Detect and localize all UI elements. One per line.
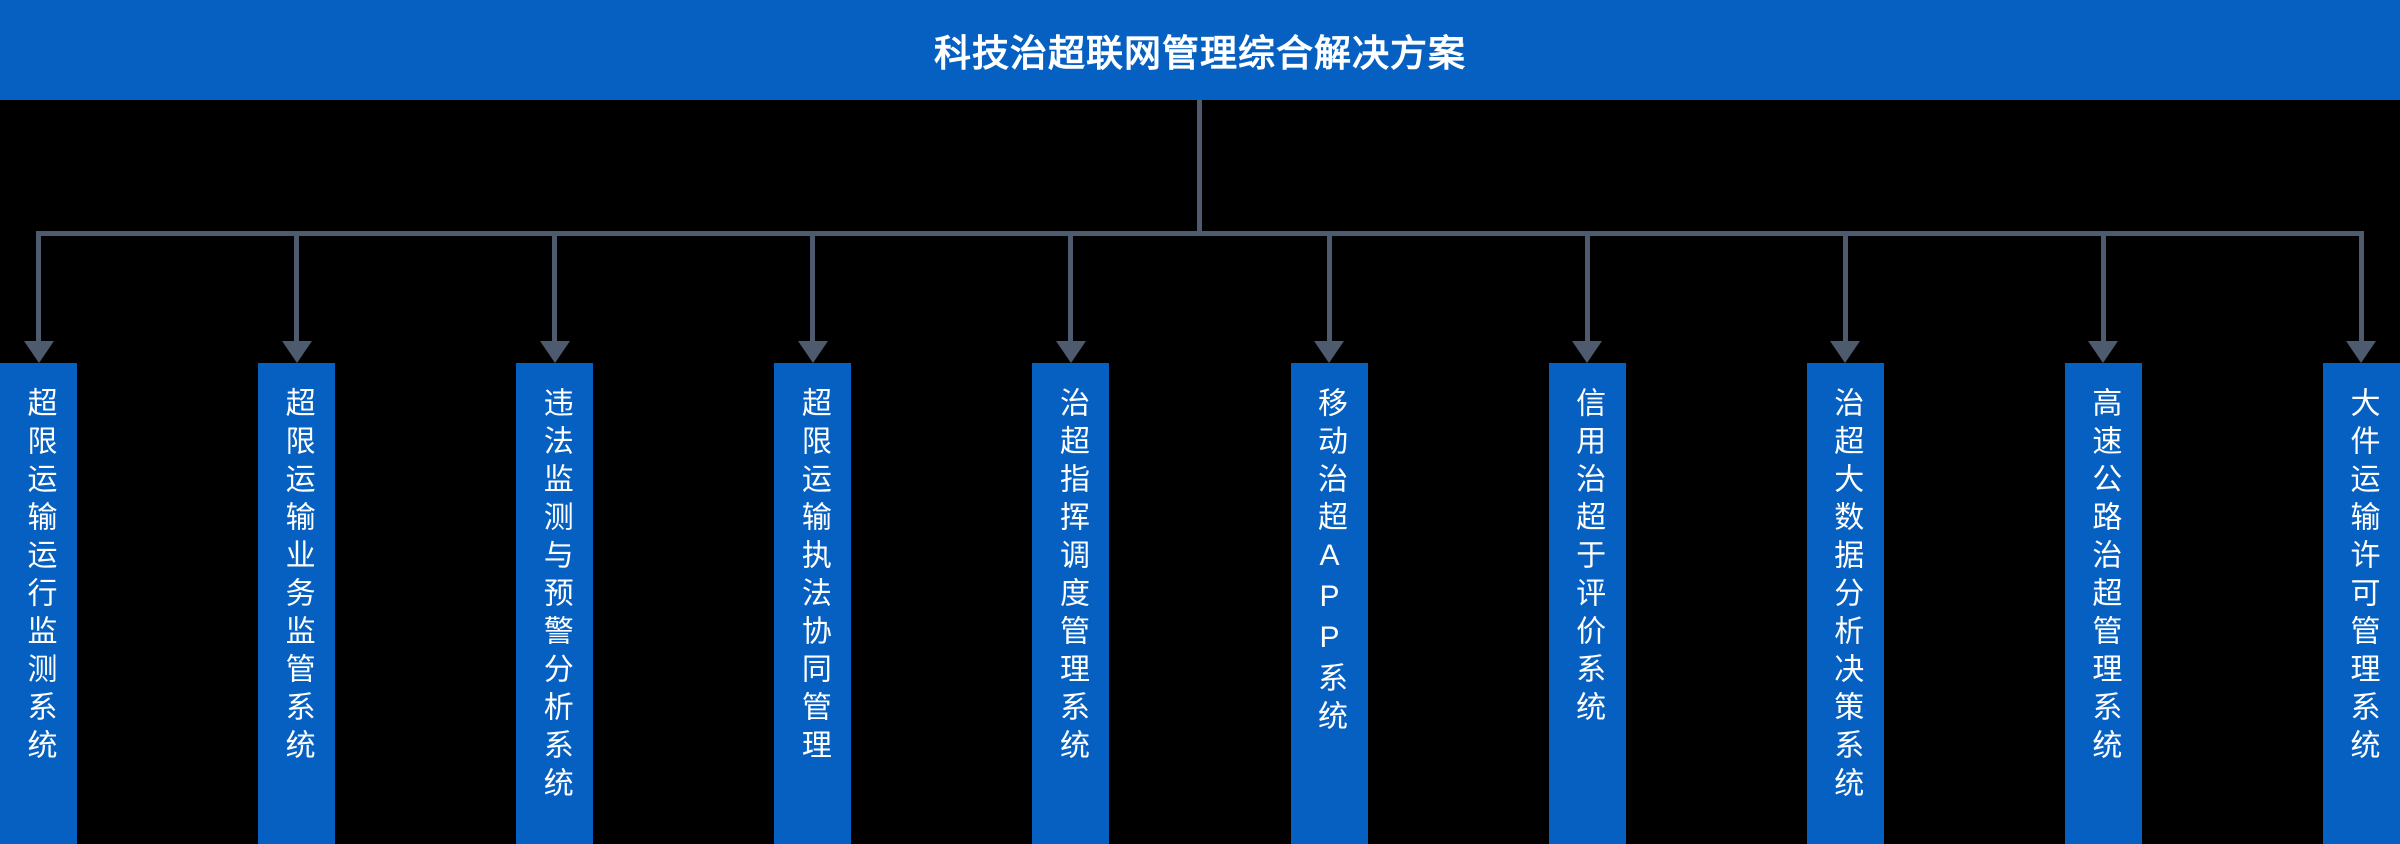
system-box-label: 高速公路治超管理系统 <box>2087 387 2121 767</box>
system-box: 高速公路治超管理系统 <box>2064 363 2142 844</box>
system-column: 违法监测与预警分析系统 <box>516 231 594 844</box>
system-column: 高速公路治超管理系统 <box>2064 231 2142 844</box>
connector-drop-line <box>2358 231 2364 341</box>
system-box: 违法监测与预警分析系统 <box>516 363 594 844</box>
connector-drop-line <box>552 231 558 341</box>
connector-drop-line <box>1068 231 1074 341</box>
system-box: 超限运输执法协同管理 <box>774 363 852 844</box>
system-box-label: 治超指挥调度管理系统 <box>1054 387 1088 767</box>
connector-drop-line <box>1842 231 1848 341</box>
system-box: 移动治超APP系统 <box>1290 363 1368 844</box>
connector-tree: 超限运输运行监测系统 超限运输业务监管系统 违法监测与预警分析系统 <box>0 100 2400 844</box>
system-box-label: 超限运输运行监测系统 <box>22 387 56 767</box>
arrow-down-icon <box>281 341 312 363</box>
system-box: 大件运输许可管理系统 <box>2322 363 2400 844</box>
diagram-header-bar: 科技治超联网管理综合解决方案 <box>0 0 2400 100</box>
system-column: 治超指挥调度管理系统 <box>1032 231 1110 844</box>
system-box: 超限运输运行监测系统 <box>0 363 77 844</box>
system-column: 信用治超于评价系统 <box>1548 231 1626 844</box>
system-column: 治超大数据分析决策系统 <box>1806 231 1884 844</box>
system-column: 超限运输运行监测系统 <box>0 231 77 844</box>
system-columns: 超限运输运行监测系统 超限运输业务监管系统 违法监测与预警分析系统 <box>0 231 2400 844</box>
connector-drop-line <box>1584 231 1590 341</box>
connector-drop-line <box>810 231 816 341</box>
connector-drop-line <box>1326 231 1332 341</box>
system-box: 超限运输业务监管系统 <box>258 363 336 844</box>
system-box-label: 违法监测与预警分析系统 <box>538 387 572 805</box>
arrow-down-icon <box>797 341 828 363</box>
system-box-label: 移动治超APP系统 <box>1313 387 1347 738</box>
page-title: 科技治超联网管理综合解决方案 <box>934 33 1466 74</box>
system-column: 移动治超APP系统 <box>1290 231 1368 844</box>
connector-drop-line <box>36 231 41 341</box>
arrow-down-icon <box>1830 341 1861 363</box>
arrow-down-icon <box>1055 341 1086 363</box>
arrow-down-icon <box>1572 341 1603 363</box>
arrow-down-icon <box>23 341 54 363</box>
system-box: 信用治超于评价系统 <box>1548 363 1626 844</box>
root-stem-line <box>1197 100 1202 236</box>
system-column: 超限运输业务监管系统 <box>258 231 336 844</box>
arrow-down-icon <box>539 341 570 363</box>
system-box: 治超指挥调度管理系统 <box>1032 363 1110 844</box>
connector-drop-line <box>2100 231 2106 341</box>
system-box-label: 信用治超于评价系统 <box>1571 387 1605 729</box>
arrow-down-icon <box>2088 341 2119 363</box>
system-column: 大件运输许可管理系统 <box>2322 231 2400 844</box>
system-box-label: 大件运输许可管理系统 <box>2345 387 2379 767</box>
system-column: 超限运输执法协同管理 <box>774 231 852 844</box>
system-box-label: 超限运输业务监管系统 <box>280 387 314 767</box>
system-box-label: 治超大数据分析决策系统 <box>1829 387 1863 805</box>
arrow-down-icon <box>1314 341 1345 363</box>
horizontal-rail-line <box>36 231 2363 236</box>
system-box-label: 超限运输执法协同管理 <box>796 387 830 767</box>
system-box: 治超大数据分析决策系统 <box>1806 363 1884 844</box>
connector-drop-line <box>294 231 300 341</box>
arrow-down-icon <box>2346 341 2377 363</box>
